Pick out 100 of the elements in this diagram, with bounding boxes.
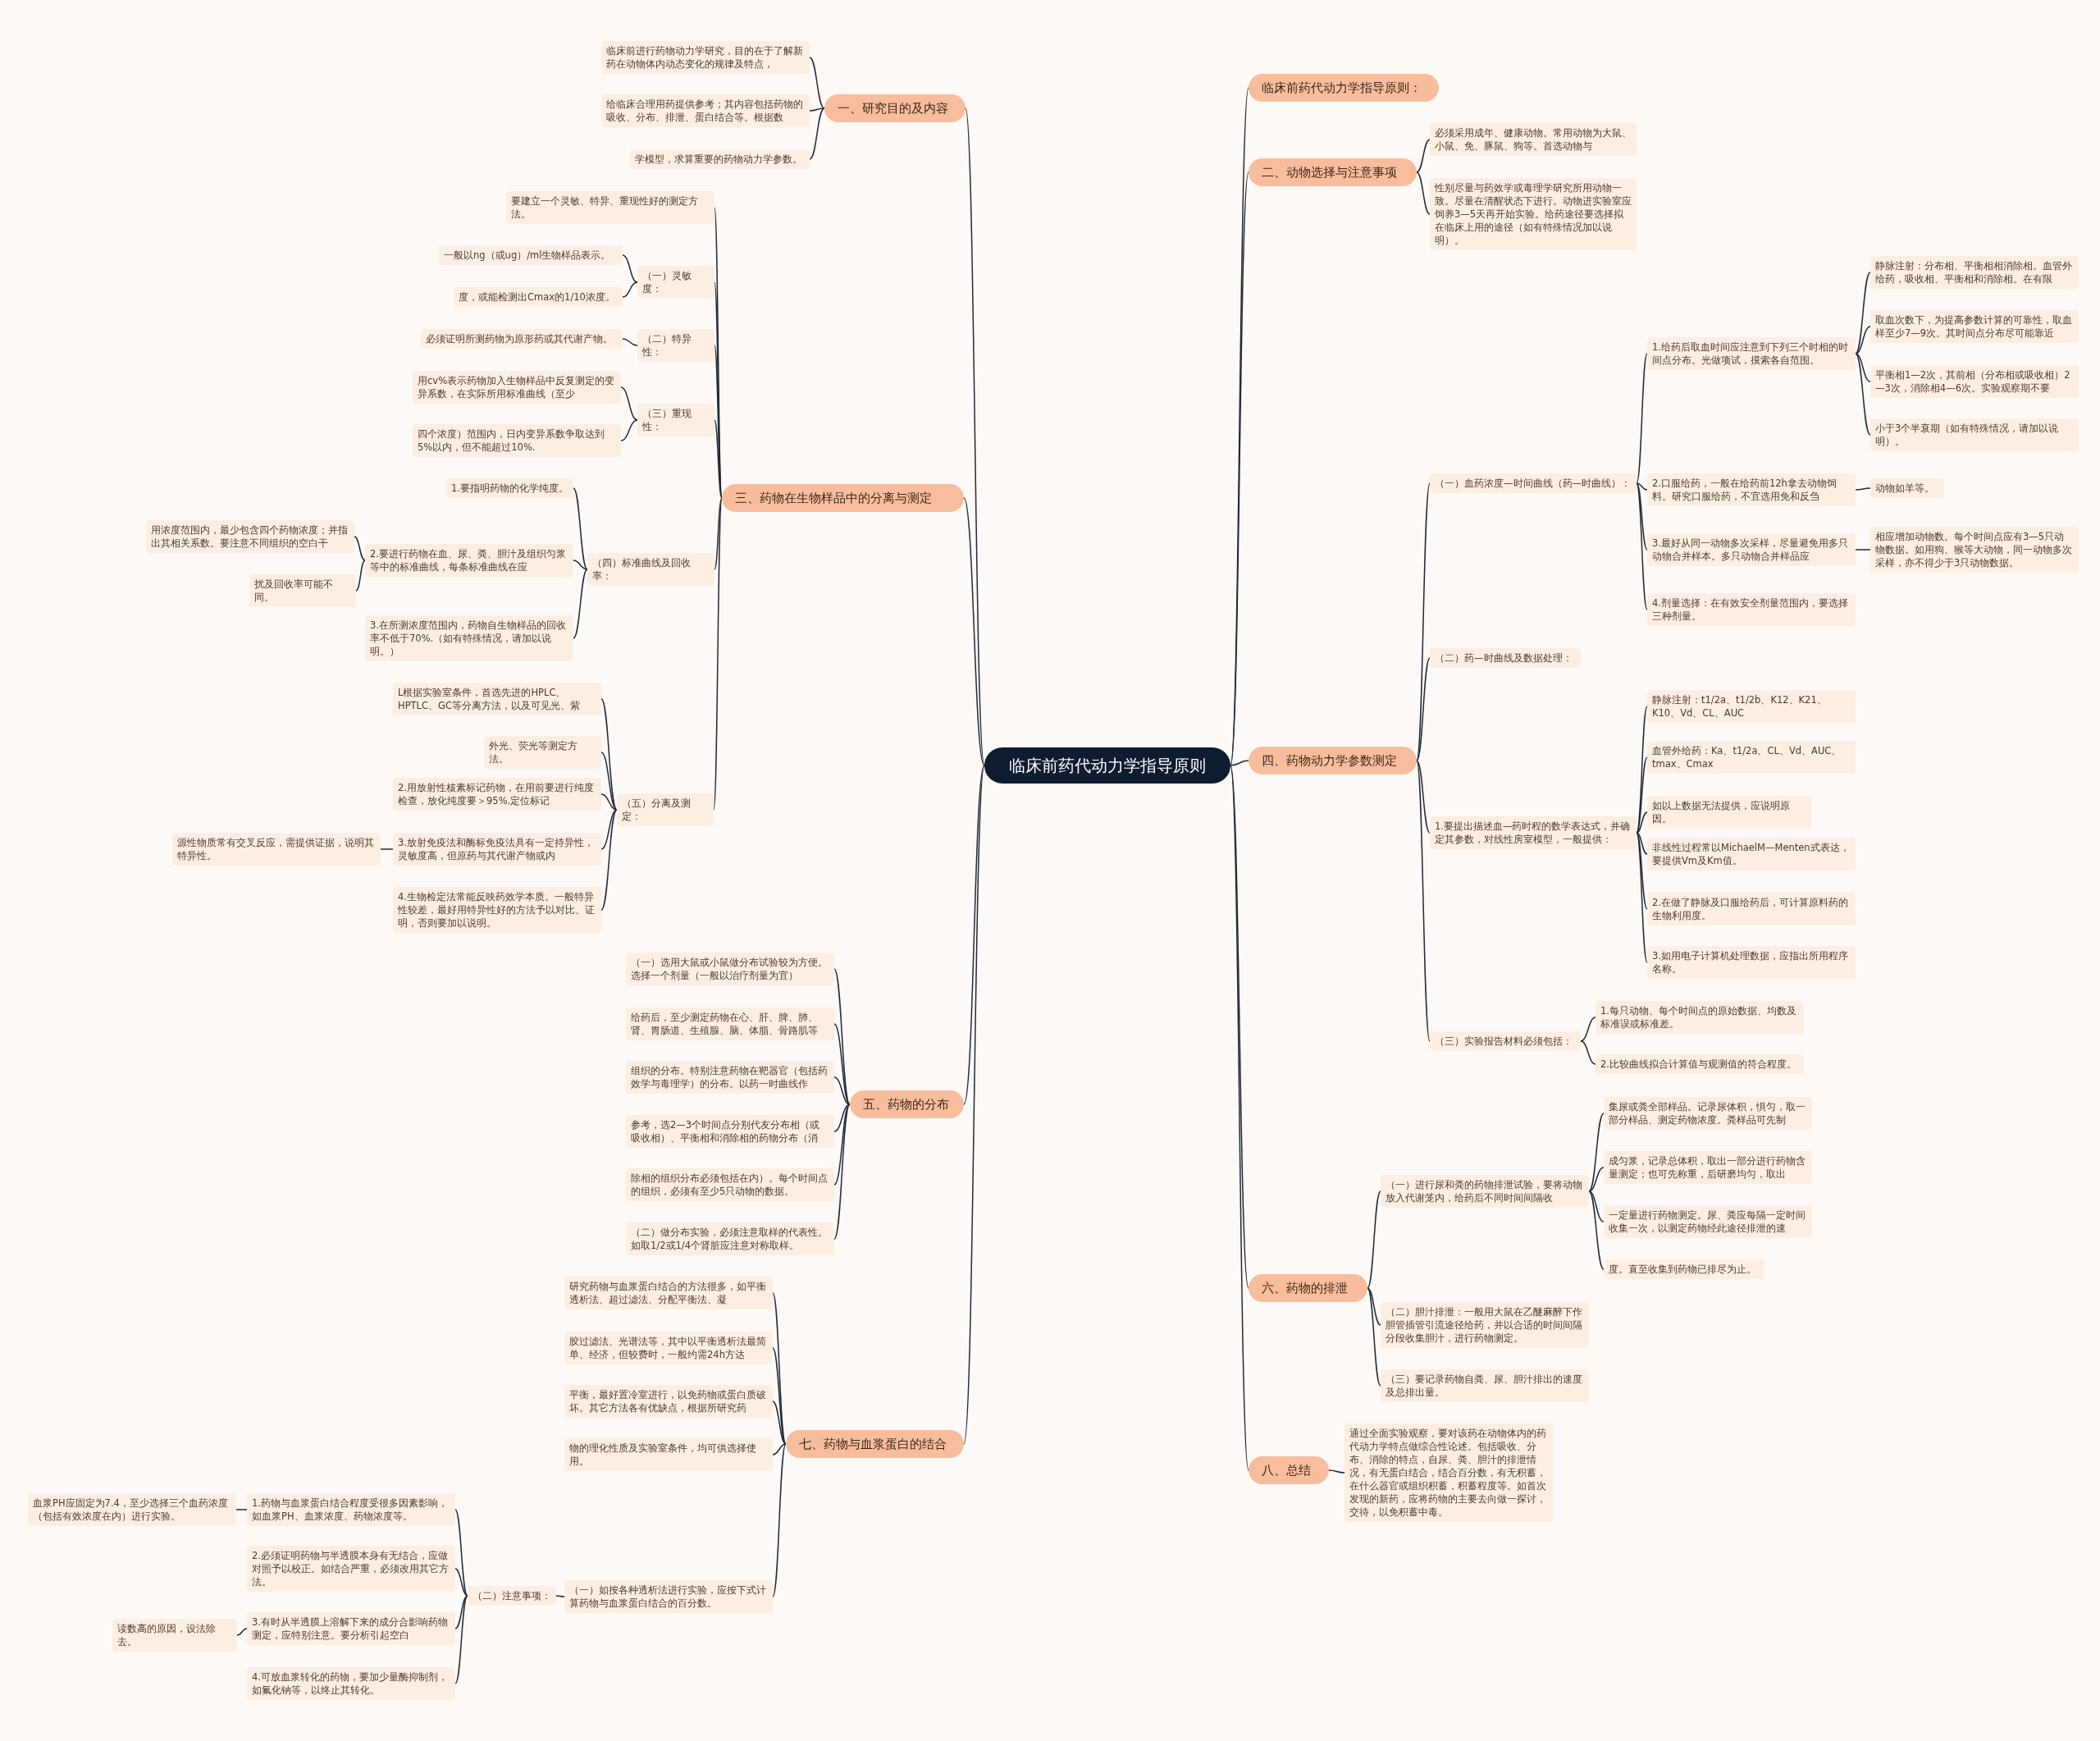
topic-box: 源性物质常有交叉反应，需提供证据，说明其特异性。 [172, 833, 381, 866]
topic-box: 3.最好从同一动物多次采样，尽量避免用多只动物合并样本。多只动物合并样品应 [1647, 533, 1856, 566]
topic-box: （二）胆汁排泄：一般用大鼠在乙醚麻醉下作胆管插管引流途径给药，并以合适的时间间隔分段收集胆汁，进行药物测定。 [1381, 1302, 1589, 1348]
branch-topic: 四、药物动力学参数测定 [1249, 747, 1417, 775]
topic-box: 扰及回收率可能不同。 [249, 574, 356, 607]
topic-box: 通过全面实验观察，要对该药在动物体内的药代动力学特点做综合性论述。包括吸收、分布、消除的特点，自尿、粪、胆汁的排泄情况，有无蛋白结合，结合百分数，有无积蓄，在什么器官或组织积蓄，积蓄程度等。如首次发现的新药，应将药物的主要去向做一探讨，交待，以免积蓄中毒。 [1344, 1423, 1553, 1522]
connector-line [622, 254, 638, 283]
connector-line [833, 968, 851, 1105]
topic-box: 4.剂量选择：在有效安全剂量范围内，要选择三种剂量。 [1647, 593, 1856, 626]
connector-line [963, 497, 985, 766]
topic-box: 如以上数据无法提供，应说明原因。 [1647, 796, 1811, 829]
connector-line [1855, 549, 1871, 551]
topic-box: 研究药物与血浆蛋白结合的方法很多，如平衡透析法、超过滤法、分配平衡法、凝 [564, 1277, 773, 1309]
topic-box: 一定量进行药物测定。尿、粪应每隔一定时间收集一次，以测定药物经此途径排泄的速 [1604, 1205, 1812, 1238]
connector-line [1855, 353, 1871, 436]
connector-line [620, 419, 638, 441]
connector-line [573, 569, 588, 639]
topic-box: 临床前进行药物动力学研究，目的在于了解新药在动物体内动态变化的规律及特点， [601, 41, 810, 74]
topic-box: （三）重现性： [637, 404, 714, 436]
topic-box: 除相的组织分布必须包括在内）。每个时间点的组织，必须有至少5只动物的数据。 [626, 1168, 834, 1201]
connector-line [1588, 1113, 1605, 1192]
connector-line [714, 345, 723, 499]
connector-line [1416, 139, 1431, 173]
topic-box: （一）选用大鼠或小鼠做分布试验较为方便。选择一个剂量（一般以治疗剂量为宜） [626, 953, 834, 985]
connector-line [600, 809, 618, 911]
topic-box: 相应增加动物数。每个时间点应有3—5只动物数据。如用狗、猴等大动物，同一动物多次采样，亦不得少于3只动物数据。 [1870, 527, 2079, 573]
topic-box: 四个浓度）范围内，日内变异系数争取达到5%以内，但不能超过10%. [413, 424, 621, 457]
connector-line [620, 386, 638, 421]
topic-box: （一）如按各种透析法进行实验，应按下式计算药物与血浆蛋白结合的百分数。 [564, 1580, 773, 1613]
connector-line [809, 107, 825, 112]
connector-line [573, 560, 588, 570]
connector-line [1416, 760, 1431, 834]
connector-line [1855, 487, 1871, 491]
topic-box: （二）做分布实验，必须注意取样的代表性。如取1/2或1/4个肾脏应注意对称取样。 [626, 1222, 834, 1255]
topic-box: 1.给药后取血时间应注意到下列三个时相的时间点分布。光做项试，摸索各自范围。 [1647, 337, 1856, 370]
topic-box: 成匀浆，记录总体积，取出一部分进行药物含量测定；也可先称重，后研磨均匀，取出 [1604, 1151, 1812, 1184]
topic-box: 4.可放血浆转化的药物，要加少量酶抑制剂，如氟化钠等，以终止其转化。 [247, 1667, 455, 1700]
connector-line [1230, 760, 1249, 766]
topic-box: 1.药物与血浆蛋白结合程度受很多因素影响，如血浆PH、血浆浓度、药物浓度等。 [247, 1493, 455, 1526]
connector-line [1367, 1190, 1381, 1289]
connector-line [772, 1401, 787, 1445]
connector-line [772, 1443, 787, 1597]
connector-line [772, 1347, 787, 1445]
topic-box: 动物如羊等。 [1870, 478, 1944, 498]
connector-line [454, 1509, 468, 1597]
topic-box: 给临床合理用药提供参考；其内容包括药物的吸收、分布、排泄、蛋白结合等。根据数 [601, 94, 810, 127]
topic-box: （一）灵敏度： [637, 266, 714, 299]
connector-line [454, 1568, 468, 1597]
connector-line [714, 419, 723, 499]
topic-box: 静脉注射：t1/2a、t1/2b、K12、K21、K10、Vd、CL、AUC [1647, 690, 1856, 723]
topic-box: 非线性过程常以MichaelM—Menten式表达，要提供Vm及Km值。 [1647, 838, 1856, 870]
topic-box: 读数高的原因，设法除去。 [112, 1619, 237, 1652]
connector-line [714, 497, 723, 570]
connector-line [1636, 482, 1648, 610]
topic-box: （一）血药浓度—时间曲线（药—时曲线）： [1430, 473, 1637, 493]
topic-box: 用cv%表示药物加入生物样品中反复测定的变异系数，在实际所用标准曲线（至少 [413, 371, 621, 404]
connector-line [235, 1509, 248, 1510]
connector-line [1636, 482, 1648, 491]
topic-box: 2.口服给药，一般在给药前12h拿去动物饲料。研究口服给药，不宜选用免和反刍 [1647, 473, 1856, 506]
topic-box: （五）分离及测定： [617, 793, 714, 826]
topic-box: 外光、荧光等测定方法。 [484, 736, 601, 769]
topic-box: 3.如用电子计算机处理数据，应指出所用程序名称。 [1647, 946, 1856, 979]
topic-box: 小于3个半衰期（如有特殊情况，请加以说明）。 [1870, 418, 2079, 451]
topic-box: 要建立一个灵敏、特异、重现性好的测定方法。 [506, 191, 714, 224]
branch-topic: 三、药物在生物样品中的分离与测定 [722, 484, 964, 512]
connector-line [555, 1595, 565, 1597]
branch-topic: 八、总结 [1249, 1456, 1329, 1484]
connector-line [833, 1104, 851, 1186]
connector-line [1588, 1190, 1605, 1270]
connector-line [1636, 756, 1648, 834]
topic-box: （三）要记录药物自粪、尿、胆汁排出的速度及总排出量。 [1381, 1369, 1589, 1402]
connector-line [1367, 1287, 1381, 1326]
connector-line [833, 1023, 851, 1105]
connector-line [236, 1628, 248, 1636]
topic-box: 平衡，最好置冷室进行，以免药物或蛋白质破坏。其它方法各有优缺点，根据所研究药 [564, 1385, 773, 1418]
connector-line [772, 1443, 787, 1455]
connector-line [1580, 1017, 1596, 1042]
branch-topic: 临床前药代动力学指导原则： [1249, 74, 1439, 102]
topic-box: （二）特异性： [637, 329, 714, 362]
connector-line [622, 338, 638, 346]
topic-box: 3.在所测浓度范围内，药物自生物样品的回收率不低于70%.（如有特殊情况，请加以说明。） [365, 615, 573, 661]
connector-line [1588, 1167, 1605, 1192]
topic-box: 集尿或粪全部样品。记录尿体积，惧匀，取一部分样品、测定药物浓度。粪样品可先制 [1604, 1097, 1812, 1130]
connector-line [1328, 1469, 1345, 1474]
topic-box: 取血次数下，为提高参数计算的可靠性，取血样至少7—9次。其时间点分布尽可能靠近 [1870, 310, 2079, 343]
topic-box: 参考，选2—3个时间点分别代友分布相（或吸收相）、平衡相和消除相的药物分布（消 [626, 1115, 834, 1148]
topic-box: 平衡相1—2次，其前相（分布相或吸收相）2—3次，消除相4—6次。实验观察期不要 [1870, 365, 2079, 398]
connector-line [380, 848, 394, 850]
connector-line [600, 793, 618, 811]
topic-box: L根据实验室条件，首选先进的HPLC、HPTLC、GC等分离方法，以及可见光、紫 [393, 683, 601, 715]
connector-line [622, 281, 638, 298]
connector-line [1855, 326, 1871, 354]
topic-box: （三）实验报告材料必须包括： [1430, 1031, 1581, 1051]
central-topic: 临床前药代动力学指导原则 [984, 747, 1230, 784]
connector-line [1636, 353, 1648, 484]
topic-box: 学模型，求算重要的药物动力学参数。 [630, 149, 810, 169]
topic-box: 必须采用成年、健康动物。常用动物为大鼠、小鼠、免、豚鼠、狗等。首选动物与 [1430, 123, 1637, 156]
connector-line [833, 1104, 851, 1132]
connector-line [833, 1076, 851, 1105]
topic-box: 2.要进行药物在血、尿、粪、胆汁及组织匀浆等中的标准曲线，每条标准曲线在应 [365, 544, 573, 577]
